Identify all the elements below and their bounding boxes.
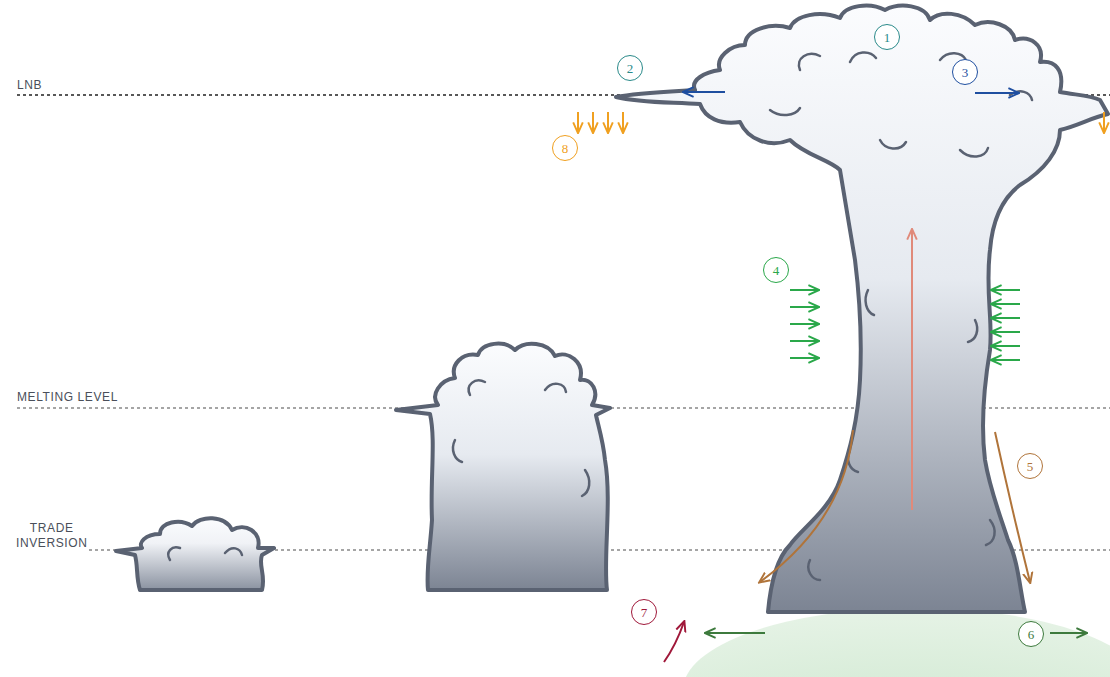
- callout-number: 1: [884, 31, 891, 44]
- shallow-cumulus: [116, 518, 274, 590]
- callout-number: 2: [627, 62, 634, 75]
- updraft-arrow: [911, 230, 913, 510]
- congestus-cloud: [396, 344, 610, 590]
- callout-circle: 2: [617, 55, 643, 81]
- subsidence-arrows: [578, 112, 1104, 132]
- gust-front-lifting-arrow: [664, 622, 684, 662]
- callout-circle: 4: [763, 257, 789, 283]
- entrainment-arrows: [790, 290, 1020, 360]
- cloud-detail: [453, 380, 589, 496]
- level-label: LNB: [15, 78, 44, 93]
- downdraft-arrows: [760, 430, 1030, 582]
- level-label: TRADE INVERSION: [14, 521, 89, 551]
- callout-number: 3: [962, 66, 969, 79]
- callout-circle: 1: [874, 24, 900, 50]
- callout-circle: 3: [952, 59, 978, 85]
- cold-pool: [683, 608, 1110, 677]
- callout-circle: 5: [1017, 453, 1043, 479]
- cloud-detail: [168, 547, 242, 560]
- cumulonimbus-cloud: [616, 6, 1108, 612]
- callout-number: 5: [1027, 460, 1034, 473]
- callout-number: 7: [641, 606, 648, 619]
- outflow-arrow: [684, 91, 725, 93]
- callout-number: 4: [773, 264, 780, 277]
- callout-circle: 8: [552, 135, 578, 161]
- level-label: MELTING LEVEL: [15, 390, 120, 405]
- outflow-arrow: [975, 92, 1018, 94]
- callout-number: 6: [1028, 628, 1035, 641]
- callout-circle: 7: [631, 599, 657, 625]
- callout-circle: 6: [1018, 621, 1044, 647]
- cloud-detail: [770, 52, 1032, 580]
- callout-number: 8: [562, 142, 569, 155]
